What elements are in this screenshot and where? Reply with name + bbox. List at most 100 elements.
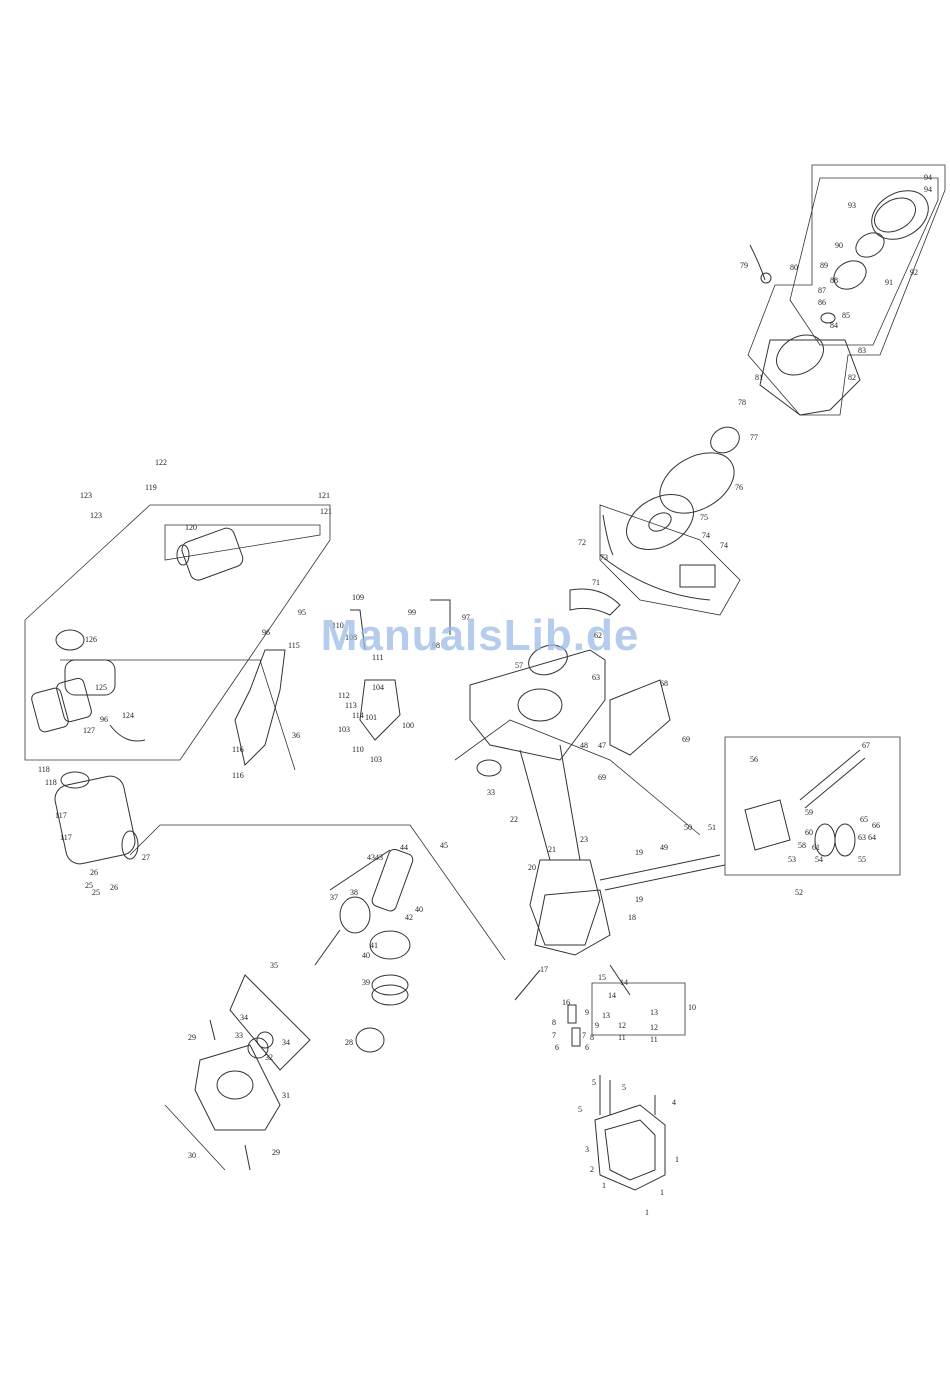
part-label: 118 (38, 765, 50, 774)
part-label: 19 (635, 848, 643, 857)
part-label: 26 (90, 868, 98, 877)
part-label: 33 (235, 1031, 243, 1040)
part-label: 69 (682, 735, 690, 744)
part-label: 109 (352, 593, 364, 602)
recoil-starter-frame (747, 164, 946, 416)
part-label: 47 (598, 741, 606, 750)
part-label: 26 (110, 883, 118, 892)
part-label: 121 (318, 491, 330, 500)
part-label: 116 (232, 745, 244, 754)
part-label: 127 (83, 726, 95, 735)
part-label: 11 (650, 1035, 658, 1044)
part-label: 79 (740, 261, 748, 270)
part-label: 25 (85, 881, 93, 890)
part-label: 120 (185, 523, 197, 532)
exhaust-leader (129, 824, 506, 961)
part-label: 62 (594, 631, 602, 640)
part-label: 28 (345, 1038, 353, 1047)
part-label: 54 (815, 855, 823, 864)
part-label: 98 (432, 641, 440, 650)
part-label: 15 (598, 973, 606, 982)
part-label: 61 (812, 843, 820, 852)
part-label: 94 (924, 185, 932, 194)
part-label: 122 (155, 458, 167, 467)
part-label: 124 (122, 711, 134, 720)
part-label: 6 (555, 1043, 559, 1052)
part-label: 13 (602, 1011, 610, 1020)
part-label: 38 (350, 888, 358, 897)
part-label: 40 (362, 951, 370, 960)
crankcase-cover-drawing (194, 1019, 281, 1171)
part-label: 108 (345, 633, 357, 642)
cylinder-block-drawing (469, 588, 671, 777)
part-label: 19 (635, 895, 643, 904)
part-label: 78 (738, 398, 746, 407)
part-label: 86 (818, 298, 826, 307)
part-label: 56 (750, 755, 758, 764)
part-label: 32 (265, 1053, 273, 1062)
part-label: 96 (262, 628, 270, 637)
air-cleaner-bracket (234, 649, 286, 766)
part-label: 45 (440, 841, 448, 850)
ignition-frame (599, 504, 741, 616)
part-label: 119 (145, 483, 157, 492)
part-label: 63 (592, 673, 600, 682)
part-label: 77 (750, 433, 758, 442)
part-label: 123 (80, 491, 92, 500)
cylinder-long-leader (454, 719, 701, 836)
part-label: 43 (367, 853, 375, 862)
part-label: 114 (352, 711, 364, 720)
muffler-inner-frame (164, 524, 321, 561)
part-label: 116 (232, 771, 244, 780)
part-label: 34 (282, 1038, 290, 1047)
part-label: 29 (272, 1148, 280, 1157)
part-label: 115 (288, 641, 300, 650)
part-label: 1 (645, 1208, 649, 1217)
part-label: 29 (188, 1033, 196, 1042)
part-label: 73 (600, 553, 608, 562)
recoil-starter-drawing (626, 190, 929, 550)
muffler-link-line (60, 659, 296, 771)
part-label: 42 (405, 913, 413, 922)
part-label: 66 (872, 821, 880, 830)
part-label: 4 (672, 1098, 676, 1107)
part-label: 7 (552, 1031, 556, 1040)
head-cover-drawing (594, 1075, 666, 1191)
part-label: 33 (487, 788, 495, 797)
part-label: 65 (860, 815, 868, 824)
part-label: 88 (830, 276, 838, 285)
part-label: 43 (375, 853, 383, 862)
part-label: 49 (660, 843, 668, 852)
part-label: 71 (592, 578, 600, 587)
part-label: 103 (338, 725, 350, 734)
part-label: 21 (548, 845, 556, 854)
part-label: 1 (675, 1155, 679, 1164)
part-label: 103 (370, 755, 382, 764)
part-label: 20 (528, 863, 536, 872)
part-label: 94 (924, 173, 932, 182)
part-label: 9 (595, 1021, 599, 1030)
part-label: 125 (95, 683, 107, 692)
part-label: 58 (798, 841, 806, 850)
part-label: 39 (362, 978, 370, 987)
part-label: 2 (590, 1165, 594, 1174)
part-label: 83 (858, 346, 866, 355)
part-label: 63 (858, 833, 866, 842)
part-label: 55 (858, 855, 866, 864)
part-label: 10 (688, 1003, 696, 1012)
part-label: 121 (320, 507, 332, 516)
part-label: 12 (650, 1023, 658, 1032)
crankshaft-drawing (229, 848, 414, 1071)
part-label: 11 (618, 1033, 626, 1042)
valve-group-drawing (514, 964, 631, 1047)
part-label: 82 (848, 373, 856, 382)
part-label: 30 (188, 1151, 196, 1160)
part-label: 90 (835, 241, 843, 250)
part-label: 123 (90, 511, 102, 520)
part-label: 5 (622, 1083, 626, 1092)
part-label: 57 (515, 661, 523, 670)
part-label: 111 (372, 653, 383, 662)
part-label: 74 (720, 541, 728, 550)
carburetor-drawing (744, 749, 866, 857)
